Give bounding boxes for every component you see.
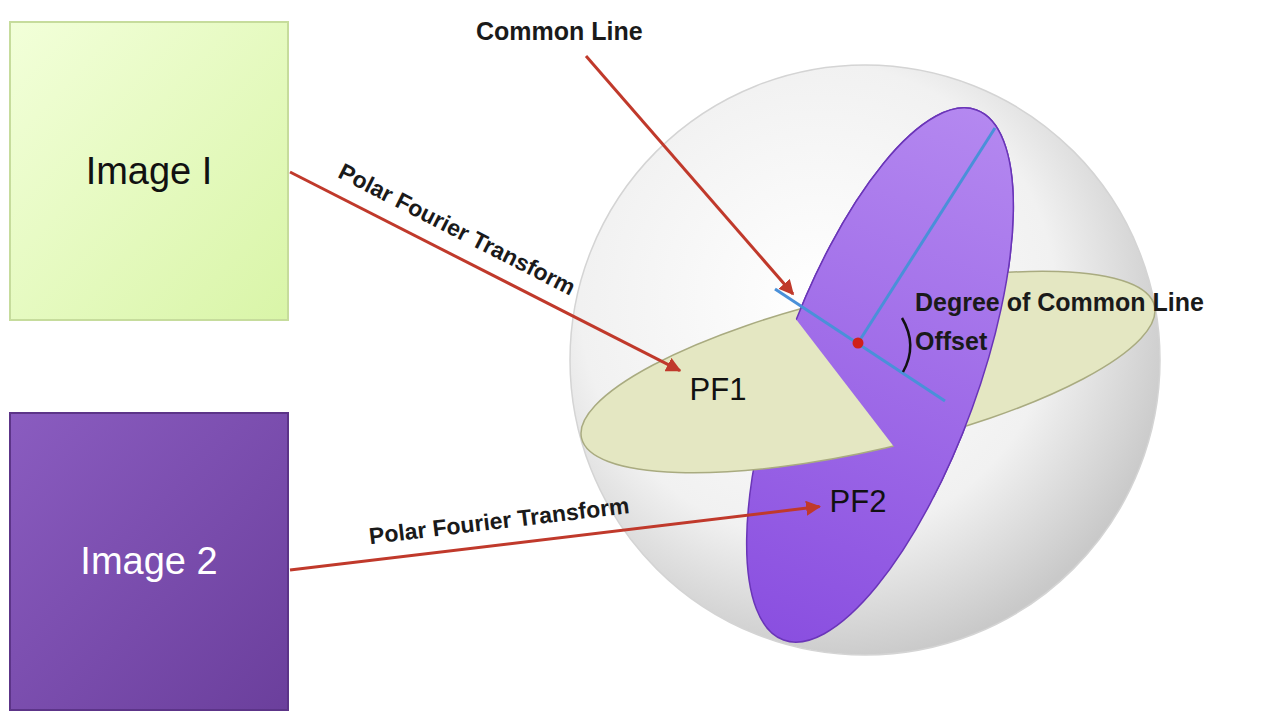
plane-label: PF1: [684, 370, 753, 410]
edge-label: Polar Fourier Transform: [367, 492, 630, 550]
node-text: Image 2: [80, 540, 217, 583]
angle-arc: [902, 318, 910, 372]
node-text: PF2: [830, 484, 887, 520]
center-dot: [853, 338, 864, 349]
node-text: Image I: [86, 150, 213, 193]
plane-label: PF2: [824, 482, 893, 522]
image-panel: [10, 22, 288, 320]
image-box: Image I: [10, 22, 288, 320]
image-panel: [10, 413, 288, 710]
edge-label: Polar Fourier Transform: [334, 159, 580, 302]
fourier-plane: [691, 76, 1068, 673]
callout-label: Common Line: [476, 12, 643, 51]
image-box: Image 2: [10, 413, 288, 710]
leader-arrow: [586, 56, 793, 294]
angle-label: Degree of Common Line Offset: [915, 283, 1270, 361]
transform-arrow: [290, 172, 680, 371]
node-text: PF1: [690, 372, 747, 408]
